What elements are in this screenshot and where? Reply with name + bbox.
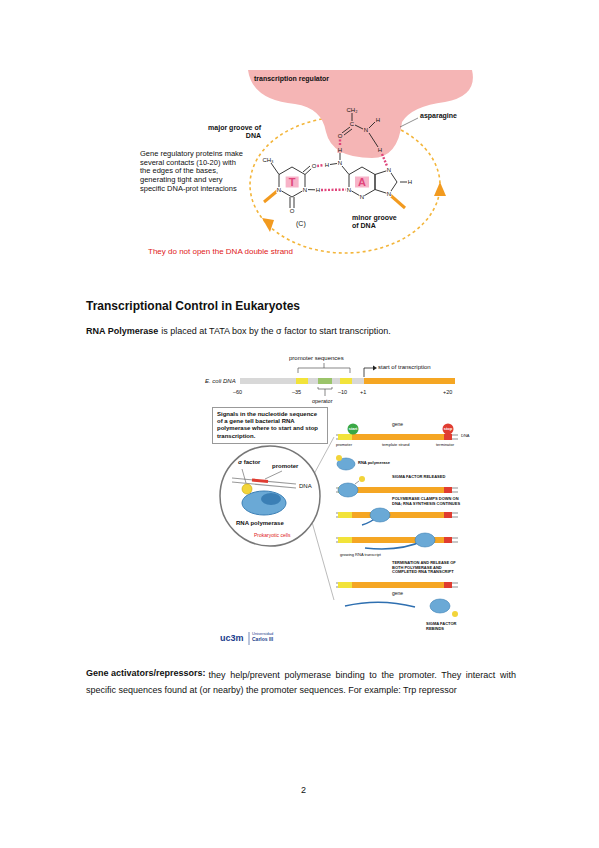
text-label: operator — [312, 398, 333, 404]
box-text: transcription regulator — [254, 75, 384, 83]
text-label: They do not open the DNA double strand — [148, 247, 293, 256]
promoter-bar — [240, 363, 455, 396]
text-label: H — [407, 179, 412, 185]
transcription-steps — [336, 424, 458, 618]
text-label: C — [349, 121, 354, 127]
base-pair-structure — [271, 153, 407, 208]
text-label: A — [355, 177, 369, 188]
text-label: 2 — [301, 785, 306, 795]
text-label: N — [386, 191, 391, 197]
text-label: terminator — [436, 443, 454, 448]
text-label: SIGMA FACTOR RELEASED — [392, 475, 445, 480]
text-label: asparagine — [420, 112, 457, 120]
text-label: –35 — [292, 389, 301, 395]
text-label: N — [346, 187, 351, 193]
text-label: N — [359, 194, 364, 200]
text-label: H — [324, 162, 329, 168]
text-label: RNA polymerase — [236, 520, 284, 527]
text-label: (C) — [296, 220, 306, 228]
text-box: transcription regulator — [254, 75, 384, 83]
text-label: POLYMERASE CLAMPS DOWN ON DNA; RNA SYNTH… — [392, 497, 462, 506]
asparagine-bonds — [342, 113, 378, 147]
text-label: CH₃ — [262, 157, 274, 163]
text-label: N — [276, 187, 281, 193]
polymerase-inset — [220, 446, 320, 546]
text-label: TERMINATION AND RELEASE OF BOTH POLYMERA… — [392, 561, 464, 575]
text-label: RNA polymerase — [358, 461, 390, 466]
text-label: promoter — [272, 463, 298, 470]
text-box: Signals in the nucleotide sequence of a … — [212, 407, 328, 444]
text-label: O — [337, 133, 343, 139]
text-label: they help/prevent polymerase binding to … — [86, 668, 516, 698]
text-label: T — [286, 177, 299, 188]
logo-divider — [249, 632, 250, 645]
text-label: minor groove of DNA — [352, 214, 400, 230]
text-label: O — [311, 163, 317, 169]
box-text: Signals in the nucleotide sequence of a … — [217, 411, 323, 440]
text-label: stop — [444, 427, 452, 432]
text-label: –60 — [233, 389, 242, 395]
text-label: Gene activators/repressors: — [86, 668, 206, 678]
leader-line — [400, 118, 418, 127]
text-label: promoter — [336, 443, 352, 448]
text-label: H — [377, 147, 382, 153]
text-label: Universidad — [252, 632, 273, 637]
text-label: O — [289, 208, 295, 214]
text-label: –10 — [338, 389, 347, 395]
text-label: promoter sequences — [289, 355, 344, 362]
text-label: Transcriptional Control in Eukaryotes — [86, 300, 300, 314]
text-label: gene — [392, 422, 403, 428]
text-label: +1 — [360, 389, 366, 395]
text-label: σ factor — [238, 459, 260, 466]
text-label: H — [375, 117, 380, 123]
text-label: Carlos III — [252, 637, 273, 643]
text-label: uc3m — [220, 633, 244, 643]
text-label: RNA Polymerase — [86, 326, 158, 336]
text-label: start of transcription — [378, 364, 431, 371]
text-label: DNA — [299, 483, 312, 490]
regulator-protein — [248, 70, 473, 158]
text-label: start — [349, 427, 358, 432]
text-label: E. coli DNA — [205, 378, 236, 385]
text-label: N — [337, 160, 342, 166]
text-label: H — [337, 147, 342, 153]
text-label: +20 — [443, 389, 452, 395]
text-label: DNA — [461, 434, 469, 439]
text-label: H — [315, 187, 320, 193]
text-label: CH₂ — [346, 107, 358, 113]
text-label: N — [386, 167, 391, 173]
text-label: Prokaryotic cells — [254, 533, 290, 539]
text-label: is placed at TATA box by the σ factor to… — [161, 326, 391, 336]
text-label: SIGMA FACTOR REBINDS — [426, 622, 470, 631]
text-label: template strand — [382, 443, 410, 448]
text-label: Gene regulatory proteins make several co… — [140, 150, 246, 193]
text-label: N — [363, 127, 368, 133]
hydrogen-bonds — [317, 140, 387, 191]
text-label: growing RNA transcript — [340, 553, 381, 558]
text-label: major groove of DNA — [205, 124, 261, 140]
text-label: N — [302, 187, 307, 193]
text-label: gene — [392, 591, 403, 597]
